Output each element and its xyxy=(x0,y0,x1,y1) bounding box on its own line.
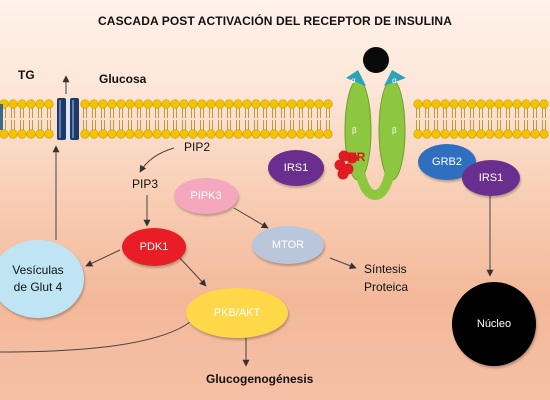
arrow-pipk3-to-mtor xyxy=(233,207,269,229)
nucleus-node: Núcleo xyxy=(452,282,536,366)
phosphate-groups xyxy=(334,150,358,180)
glucose-channel xyxy=(57,98,79,140)
irs1-right-text: IRS1 xyxy=(478,172,504,184)
membrane-heads-top xyxy=(0,99,549,109)
pkb-akt-text: PKB/AKT xyxy=(213,307,261,319)
membrane-heads-bottom xyxy=(0,129,549,139)
tg-label: TG xyxy=(18,68,35,82)
irs1-left-node: IRS1 xyxy=(268,150,324,186)
arrow-pdk1-to-pkbakt xyxy=(177,255,207,287)
tir-label: TIR xyxy=(346,150,366,164)
irs1-left-text: IRS1 xyxy=(283,162,309,174)
irs1-right-node: IRS1 xyxy=(462,160,520,196)
pdk1-node: PDK1 xyxy=(122,228,186,266)
glucose-label: Glucosa xyxy=(99,72,147,86)
nucleus-text: Núcleo xyxy=(476,318,512,330)
glucogenogenesis-label: Glucogenogénesis xyxy=(206,372,314,386)
pathway-arrows xyxy=(0,75,494,367)
synthesis-label-2: Proteica xyxy=(364,280,409,294)
alpha-left-label: α xyxy=(351,76,356,85)
synthesis-label-1: Síntesis xyxy=(364,262,407,276)
cell-membrane xyxy=(0,99,549,139)
diagram-title: CASCADA POST ACTIVACIÓN DEL RECEPTOR DE … xyxy=(98,14,452,28)
glut4-vesicles-node: Vesículas de Glut 4 xyxy=(0,240,84,318)
pip3-label: PIP3 xyxy=(132,177,159,191)
vesicles-text-1: Vesículas xyxy=(12,263,64,277)
grb2-text: GRB2 xyxy=(432,156,462,168)
pkb-akt-node: PKB/AKT xyxy=(186,288,288,338)
insulin-ligand xyxy=(363,47,389,73)
membrane-tails-top xyxy=(2,108,546,118)
vesicles-text-2: de Glut 4 xyxy=(13,280,63,294)
mtor-text: MTOR xyxy=(271,239,305,251)
pipk3-node: PIPK3 xyxy=(174,178,238,214)
insulin-receptor xyxy=(334,47,406,201)
pip2-label: PIP2 xyxy=(184,140,211,154)
mtor-node: MTOR xyxy=(252,226,324,264)
beta-right-label: β xyxy=(392,126,397,135)
alpha-right-label: α xyxy=(392,76,397,85)
beta-left-label: β xyxy=(352,126,357,135)
arrow-pdk1-to-vesicles xyxy=(85,249,121,267)
pipk3-text: PIPK3 xyxy=(190,190,222,202)
arrow-mtor-to-synthesis xyxy=(329,257,357,270)
arrow-pip2-to-pip3 xyxy=(139,147,175,173)
edge-channel xyxy=(0,104,3,130)
membrane-tails-bottom xyxy=(2,120,546,130)
pdk1-text: PDK1 xyxy=(139,241,169,253)
arrow-pkbakt-loop xyxy=(0,321,191,353)
